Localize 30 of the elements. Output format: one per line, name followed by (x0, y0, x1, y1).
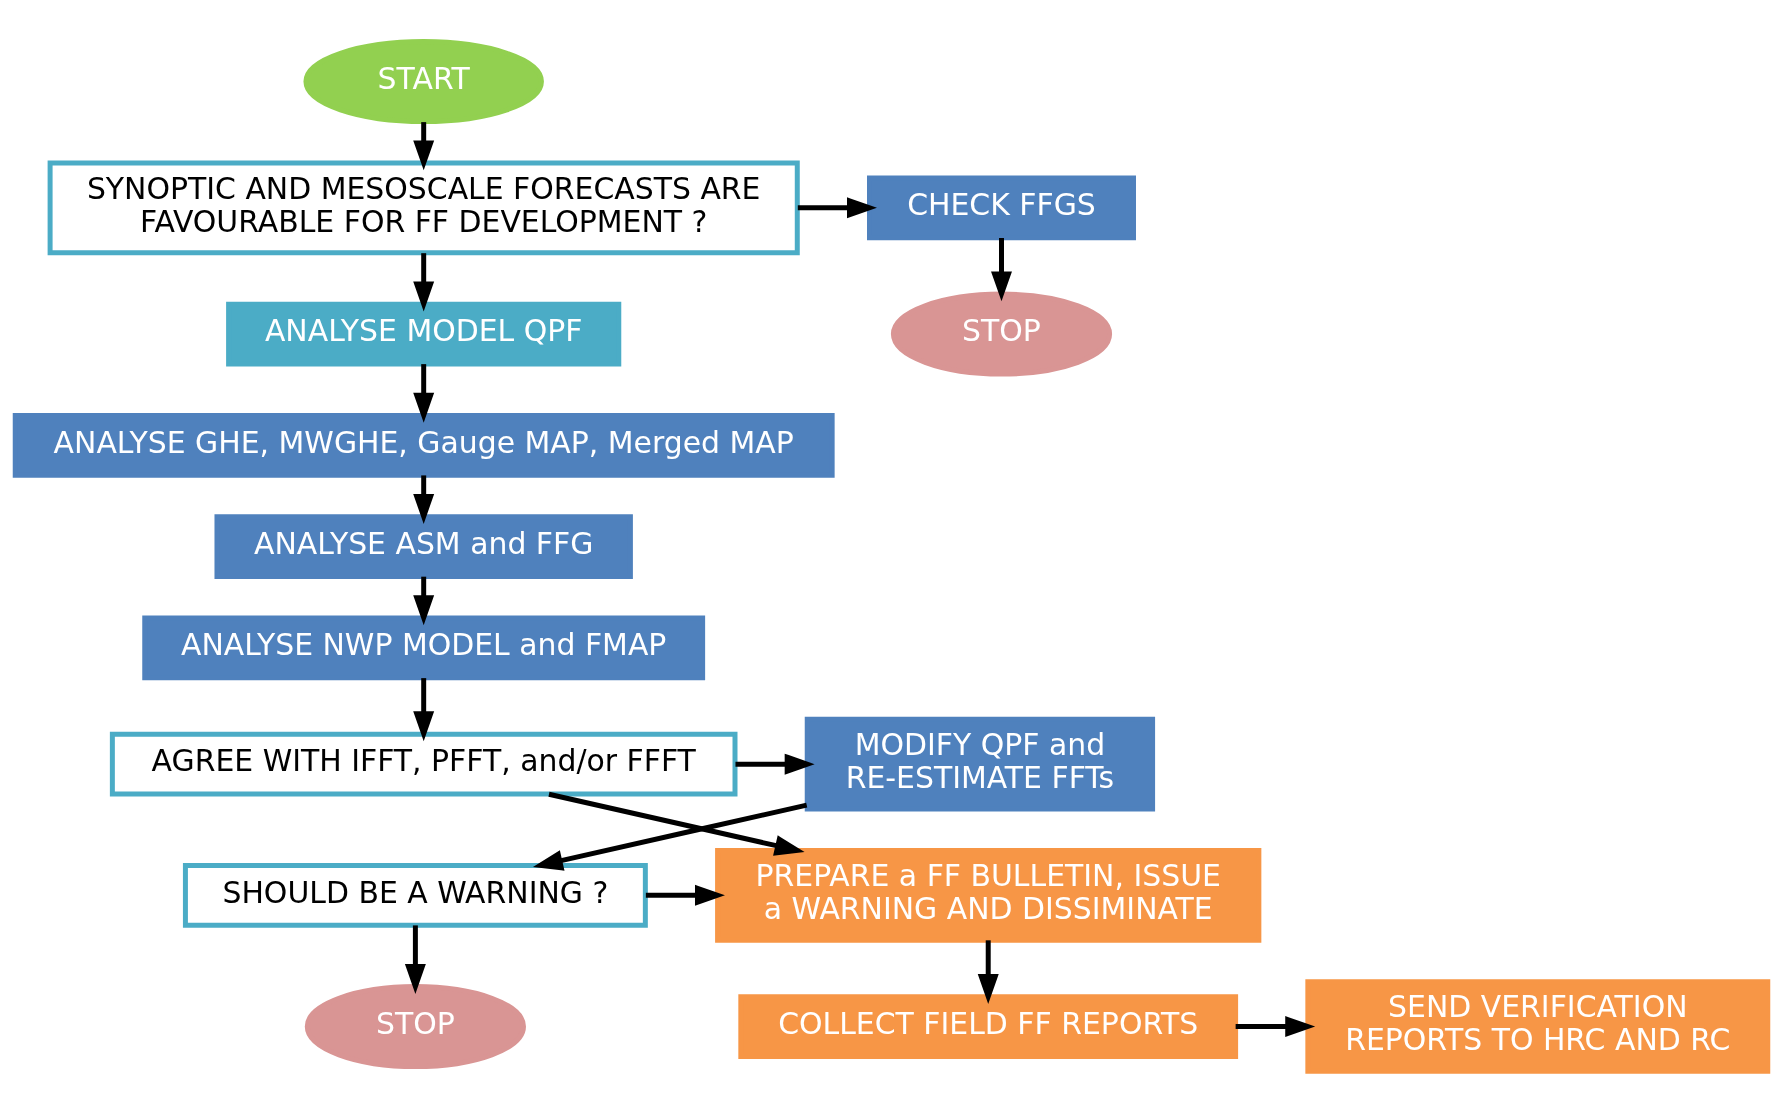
node-box: ANALYSE MODEL QPF (226, 301, 622, 367)
arrow (991, 238, 1012, 302)
arrow (413, 364, 435, 423)
arrow (413, 576, 435, 626)
node-box: COLLECT FIELD FF REPORTS (738, 994, 1239, 1059)
node-box: MODIFY QPF and RE-ESTIMATE FFTs (804, 716, 1156, 812)
node-box: ANALYSE ASM and FFG (214, 514, 633, 580)
node-box: AGREE WITH IFFT, PFFT, and/or FFFT (109, 731, 738, 797)
node-ellipse: STOP (890, 291, 1113, 377)
arrow (413, 253, 435, 312)
node-box: PREPARE a FF BULLETIN, ISSUE a WARNING AND DISSIMINATE (715, 848, 1262, 943)
arrow (1235, 1016, 1316, 1037)
arrow (532, 802, 808, 871)
arrow (413, 475, 435, 524)
arrow (977, 940, 999, 1005)
node-box: SEND VERIFICATION REPORTS TO HRC AND RC (1305, 979, 1771, 1074)
node-box: SHOULD BE A WARNING ? (182, 863, 648, 928)
arrow (404, 925, 426, 994)
arrow (548, 791, 805, 856)
arrow (735, 753, 815, 775)
arrow (413, 678, 435, 742)
node-ellipse: STOP (304, 984, 526, 1069)
arrow (413, 122, 435, 171)
node-box: ANALYSE NWP MODEL and FMAP (142, 615, 706, 681)
arrow (797, 197, 877, 219)
node-box: CHECK FFGS (867, 175, 1136, 241)
node-box: SYNOPTIC AND MESOSCALE FORECASTS ARE FAVOURABLE FOR FF DEVELOPMENT ? (47, 160, 800, 256)
node-box: ANALYSE GHE, MWGHE, Gauge MAP, Merged MAP (12, 413, 835, 478)
arrow (645, 884, 725, 906)
node-ellipse: START (303, 39, 544, 125)
